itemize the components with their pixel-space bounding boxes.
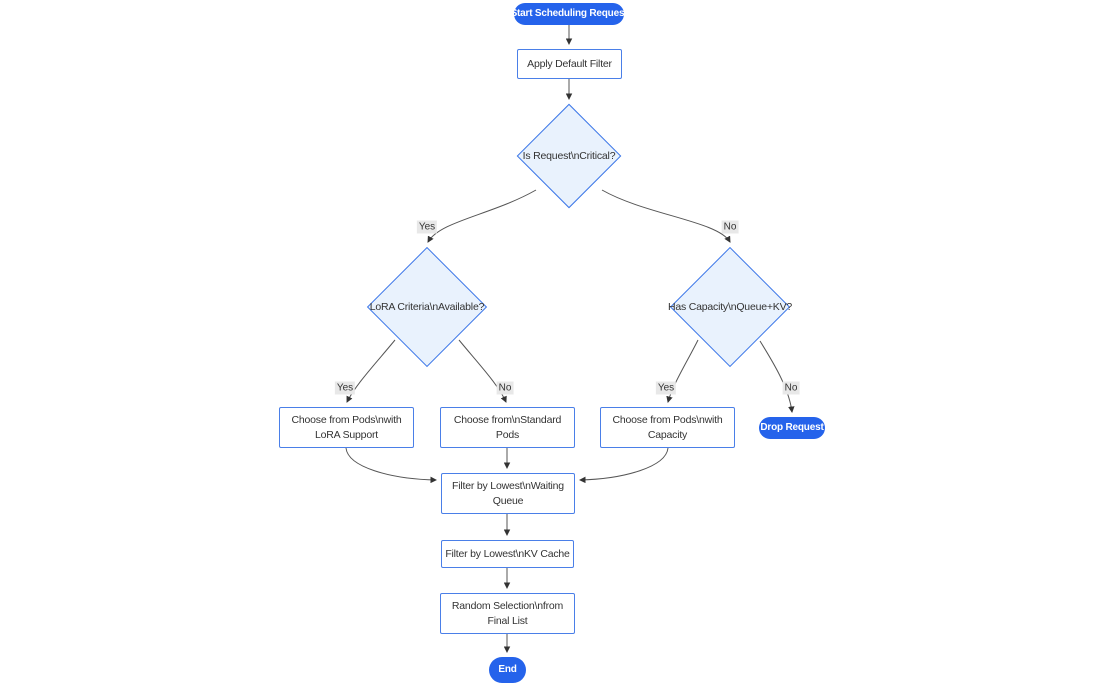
node-start-scheduling-request: Start Scheduling Request (511, 3, 628, 25)
node-label-line: Choose from Pods\nwith (291, 414, 402, 427)
node-label: Is Request\nCritical? (522, 150, 616, 162)
edge-choose-lora-to-filter-queue (345, 447, 437, 484)
node-label-line: Pods (495, 428, 520, 441)
node-lora-criteria-available: LoRA Criteria\nAvailable? (366, 246, 488, 368)
node-choose-standard-pods: Choose from\nStandard Pods (440, 407, 575, 448)
edge-label-lora-no: No (496, 381, 514, 395)
node-label-line: Final List (487, 614, 528, 627)
node-label-line: Capacity (647, 428, 688, 441)
edge-label-lora-yes: Yes (334, 381, 356, 395)
edge-lora-yes-to-choose-lora (346, 339, 396, 403)
node-random-selection-final-list: Random Selection\nfrom Final List (440, 593, 575, 634)
node-filter-lowest-waiting-queue: Filter by Lowest\nWaiting Queue (441, 473, 575, 514)
node-label-line: Choose from\nStandard (453, 414, 562, 427)
node-label: End (498, 664, 517, 676)
node-is-request-critical: Is Request\nCritical? (516, 103, 622, 209)
edge-label-critical-no: No (721, 220, 739, 234)
node-choose-pods-with-capacity: Choose from Pods\nwith Capacity (600, 407, 735, 448)
node-label: Drop Request (760, 422, 824, 434)
edge-capacity-no-to-drop (759, 340, 795, 413)
node-label-line: LoRA Support (315, 428, 378, 441)
node-label: LoRA Criteria\nAvailable? (369, 301, 485, 313)
node-label-line: Choose from Pods\nwith (612, 414, 723, 427)
edge-critical-no-to-capacity (601, 189, 731, 243)
edge-label-capacity-no: No (782, 381, 800, 395)
node-label: Has Capacity\nQueue+KV? (667, 301, 793, 313)
edge-capacity-yes-to-choose-capacity (666, 339, 699, 403)
node-label: Filter by Lowest\nKV Cache (445, 547, 570, 560)
node-end: End (489, 657, 526, 683)
edge-choose-capacity-to-filter-queue (579, 447, 669, 484)
node-apply-default-filter: Apply Default Filter (517, 49, 622, 79)
node-label: Start Scheduling Request (510, 8, 628, 20)
edge-label-capacity-yes: Yes (655, 381, 677, 395)
node-label-line: Filter by Lowest\nWaiting (452, 480, 564, 493)
edge-critical-yes-to-lora (427, 189, 537, 243)
edge-lora-no-to-choose-standard (458, 339, 507, 403)
node-choose-pods-lora-support: Choose from Pods\nwith LoRA Support (279, 407, 414, 448)
node-has-capacity-queue-kv: Has Capacity\nQueue+KV? (667, 246, 793, 368)
node-label-line: Queue (492, 494, 524, 507)
node-label-line: Random Selection\nfrom (451, 600, 564, 613)
node-filter-lowest-kv-cache: Filter by Lowest\nKV Cache (441, 540, 574, 568)
edge-label-critical-yes: Yes (416, 220, 438, 234)
node-label: Apply Default Filter (527, 57, 612, 70)
node-drop-request: Drop Request (759, 417, 825, 439)
